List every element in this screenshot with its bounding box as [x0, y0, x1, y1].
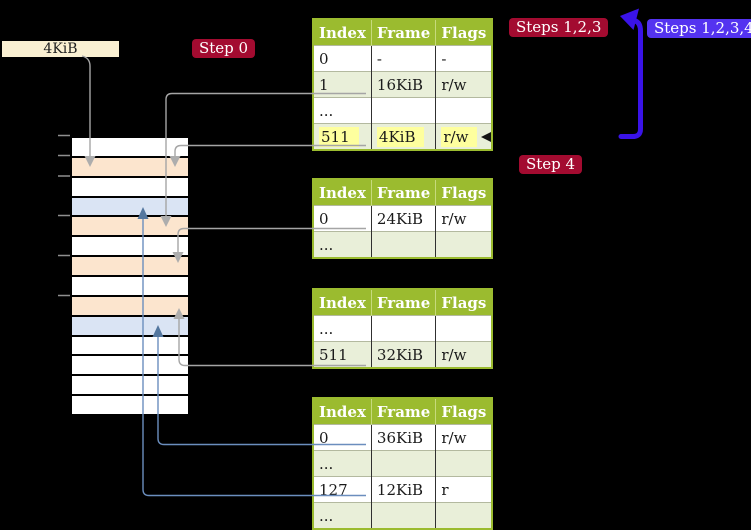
cell-flags: [435, 502, 493, 529]
cell-frame: [371, 450, 437, 477]
cell-flags: r/w: [435, 123, 493, 150]
table-row: ...: [313, 97, 493, 124]
page-size-box: 4KiB: [2, 41, 119, 57]
table-row: 127 12KiB r: [313, 476, 493, 503]
label-step-0: Step 0: [192, 39, 256, 58]
memory-tick-marks: [58, 134, 70, 297]
cell-flags: r/w: [435, 205, 493, 232]
cell-frame: [371, 231, 437, 258]
cell-flags: r/w: [435, 341, 493, 368]
cell-frame: [371, 502, 437, 529]
cell-frame: 4KiB: [371, 123, 437, 150]
memory-row: [72, 396, 188, 415]
table-row: ...: [313, 231, 493, 258]
cell-index: 0: [313, 205, 372, 232]
cell-index: ...: [313, 231, 372, 258]
cell-index: ...: [313, 97, 372, 124]
page-table-4: Index Frame Flags 0 36KiB r/w ... 127 12…: [312, 397, 494, 530]
col-header-frame: Frame: [371, 19, 437, 46]
memory-row-mapped-peach: [72, 257, 188, 278]
col-header-index: Index: [313, 289, 372, 316]
cell-frame: [371, 315, 437, 342]
memory-row: [72, 237, 188, 258]
cell-index: 511: [313, 123, 372, 150]
cell-index: ...: [313, 502, 372, 529]
label-step-4: Step 4: [519, 155, 583, 174]
cell-frame: -: [371, 45, 437, 72]
table-header-row: Index Frame Flags: [313, 398, 493, 425]
table-header-row: Index Frame Flags: [313, 289, 493, 316]
memory-row: [72, 177, 188, 198]
cell-index: 127: [313, 476, 372, 503]
cell-flags: -: [435, 45, 493, 72]
cell-frame: 12KiB: [371, 476, 437, 503]
memory-row-mapped-peach: [72, 296, 188, 317]
col-header-frame: Frame: [371, 289, 437, 316]
table-header-row: Index Frame Flags: [313, 19, 493, 46]
memory-row: [72, 277, 188, 297]
table-row: 511 32KiB r/w: [313, 341, 493, 368]
col-header-index: Index: [313, 19, 372, 46]
table-header-row: Index Frame Flags: [313, 179, 493, 206]
memory-row-mapped-peach: [72, 217, 188, 238]
page-table-2: Index Frame Flags 0 24KiB r/w ...: [312, 178, 494, 259]
cell-frame: 24KiB: [371, 205, 437, 232]
col-header-flags: Flags: [435, 19, 493, 46]
label-steps-1-2-3-4: Steps 1,2,3,4: [647, 19, 751, 38]
big-blue-arrowhead-icon: [620, 8, 639, 30]
cell-index: ...: [313, 450, 372, 477]
cell-flags: [435, 231, 493, 258]
physical-memory-column: [70, 136, 190, 416]
memory-row: [72, 376, 188, 397]
table-row: ...: [313, 450, 493, 477]
table-row-highlighted: 511 4KiB r/w: [313, 123, 493, 150]
memory-row: [72, 138, 188, 158]
col-header-frame: Frame: [371, 398, 437, 425]
cell-flags: [435, 97, 493, 124]
table-row: ...: [313, 502, 493, 529]
cell-flags: [435, 450, 493, 477]
table-row: 0 24KiB r/w: [313, 205, 493, 232]
col-header-index: Index: [313, 179, 372, 206]
cell-index: 0: [313, 45, 372, 72]
cell-frame: 32KiB: [371, 341, 437, 368]
cell-flags: [435, 315, 493, 342]
highlight: 4KiB: [376, 126, 425, 147]
memory-row-mapped-blue: [72, 197, 188, 218]
col-header-frame: Frame: [371, 179, 437, 206]
col-header-index: Index: [313, 398, 372, 425]
table-row: ...: [313, 315, 493, 342]
col-header-flags: Flags: [435, 398, 493, 425]
table-row: 0 36KiB r/w: [313, 424, 493, 451]
big-blue-arrow: [618, 8, 643, 139]
page-table-1: Index Frame Flags 0 - - 1 16KiB r/w ...: [312, 18, 494, 151]
cell-flags: r/w: [435, 71, 493, 98]
cell-frame: 36KiB: [371, 424, 437, 451]
cell-frame: 16KiB: [371, 71, 437, 98]
highlight: r/w: [441, 126, 478, 147]
memory-row-mapped-peach: [72, 157, 188, 178]
label-steps-1-2-3: Steps 1,2,3: [509, 18, 609, 37]
cell-flags: r: [435, 476, 493, 503]
cell-frame: [371, 97, 437, 124]
cell-index: 0: [313, 424, 372, 451]
page-table-3: Index Frame Flags ... 511 32KiB r/w: [312, 288, 494, 369]
memory-row-mapped-blue: [72, 316, 188, 337]
highlight: 511: [319, 126, 359, 147]
memory-row: [72, 336, 188, 357]
big-blue-arrow-shaft: [618, 18, 643, 139]
col-header-flags: Flags: [435, 289, 493, 316]
table-row: 0 - -: [313, 45, 493, 72]
memory-row: [72, 356, 188, 377]
cell-index: 1: [313, 71, 372, 98]
cell-index: ...: [313, 315, 372, 342]
cell-index: 511: [313, 341, 372, 368]
table-row: 1 16KiB r/w: [313, 71, 493, 98]
col-header-flags: Flags: [435, 179, 493, 206]
cell-flags: r/w: [435, 424, 493, 451]
